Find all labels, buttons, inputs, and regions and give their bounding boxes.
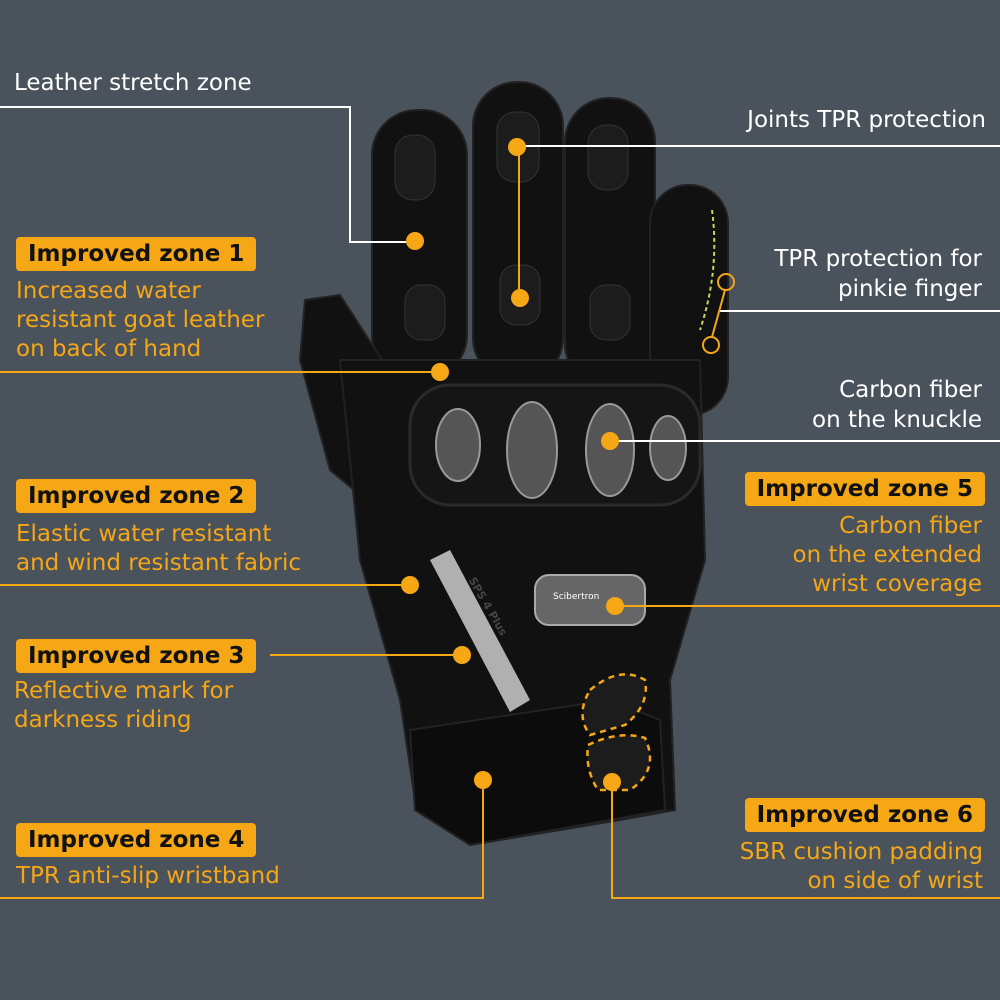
leader-zone6 <box>611 782 1000 899</box>
text-line: Carbon fiber <box>839 513 982 539</box>
text-line: Elastic water resistant <box>16 521 272 547</box>
zone2-description: Elastic water resistant and wind resista… <box>16 520 301 578</box>
leader-zone4 <box>0 780 484 899</box>
text-line: wrist coverage <box>812 571 982 597</box>
text-line: resistant goat leather <box>16 307 265 333</box>
callout-joints-tpr: Joints TPR protection <box>747 107 986 133</box>
zone4-description: TPR anti-slip wristband <box>16 863 280 889</box>
zone1-badge: Improved zone 1 <box>16 237 257 271</box>
zone3-description: Reflective mark for darkness riding <box>14 677 233 735</box>
callout-pinkie: TPR protection for pinkie finger <box>774 244 982 304</box>
zone2-badge: Improved zone 2 <box>16 479 257 513</box>
text-line: Increased water <box>16 278 201 304</box>
zone6-badge: Improved zone 6 <box>744 798 985 832</box>
reflective-stripe <box>430 550 530 712</box>
brand-mark: Scibertron <box>553 592 600 602</box>
zone3-badge: Improved zone 3 <box>16 639 257 673</box>
zone6-description: SBR cushion padding on side of wrist <box>740 838 983 896</box>
text-line: on the extended <box>792 542 982 568</box>
callout-leather-stretch: Leather stretch zone <box>14 70 252 96</box>
callout-dots <box>401 138 624 791</box>
text-line: Reflective mark for <box>14 678 234 704</box>
text-line: SBR cushion padding <box>739 839 983 865</box>
zone4-badge: Improved zone 4 <box>16 823 257 857</box>
text-line: and wind resistant fabric <box>16 550 302 576</box>
text-line: on the knuckle <box>812 407 982 433</box>
text-line: TPR protection for <box>774 246 982 272</box>
callout-carbon-knuckle: Carbon fiber on the knuckle <box>812 375 982 435</box>
text-line: on back of hand <box>16 336 202 362</box>
zone5-badge: Improved zone 5 <box>744 472 985 506</box>
zone5-description: Carbon fiber on the extended wrist cover… <box>793 512 982 599</box>
leader-leather-stretch <box>0 106 415 243</box>
text-line: pinkie finger <box>837 276 982 302</box>
text-line: darkness riding <box>14 707 192 733</box>
text-line: Carbon fiber <box>839 377 982 403</box>
text-line: on side of wrist <box>807 868 983 894</box>
zone1-description: Increased water resistant goat leather o… <box>16 277 264 364</box>
